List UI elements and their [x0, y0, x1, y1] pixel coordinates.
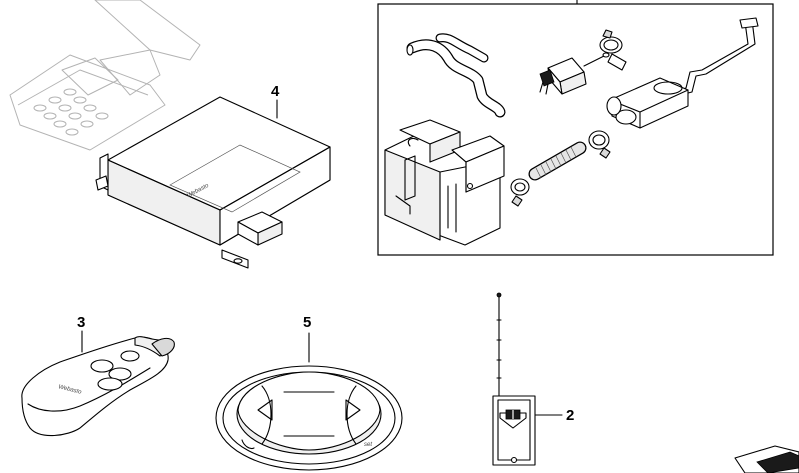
- fuel-pump: [539, 52, 610, 95]
- phone-handset-ghost: [9, 0, 201, 151]
- tag-icon: [734, 445, 799, 473]
- label-3: 3: [77, 314, 85, 331]
- display-unit-set-label: set: [364, 442, 372, 448]
- flexible-pipe: [528, 141, 587, 181]
- hose-clamp-lower: [588, 130, 611, 159]
- label-4: 4: [271, 83, 280, 100]
- exhaust-silencer: [606, 17, 759, 129]
- label-5: 5: [303, 314, 311, 331]
- remote-receiver: [492, 292, 536, 466]
- hose-clamp-small: [510, 178, 530, 207]
- installation-kit-panel: [377, 0, 774, 256]
- coolant-hose: [406, 33, 506, 118]
- remote-key-brand-mark: Webasto: [58, 384, 83, 396]
- label-2: 2: [566, 407, 574, 424]
- control-unit: Webasto: [95, 96, 331, 269]
- heater-unit: [384, 119, 505, 246]
- remote-key: Webasto: [21, 336, 175, 437]
- hose-clamp-upper: [599, 29, 627, 71]
- display-unit: set: [215, 365, 403, 471]
- kit-frame: [377, 3, 774, 256]
